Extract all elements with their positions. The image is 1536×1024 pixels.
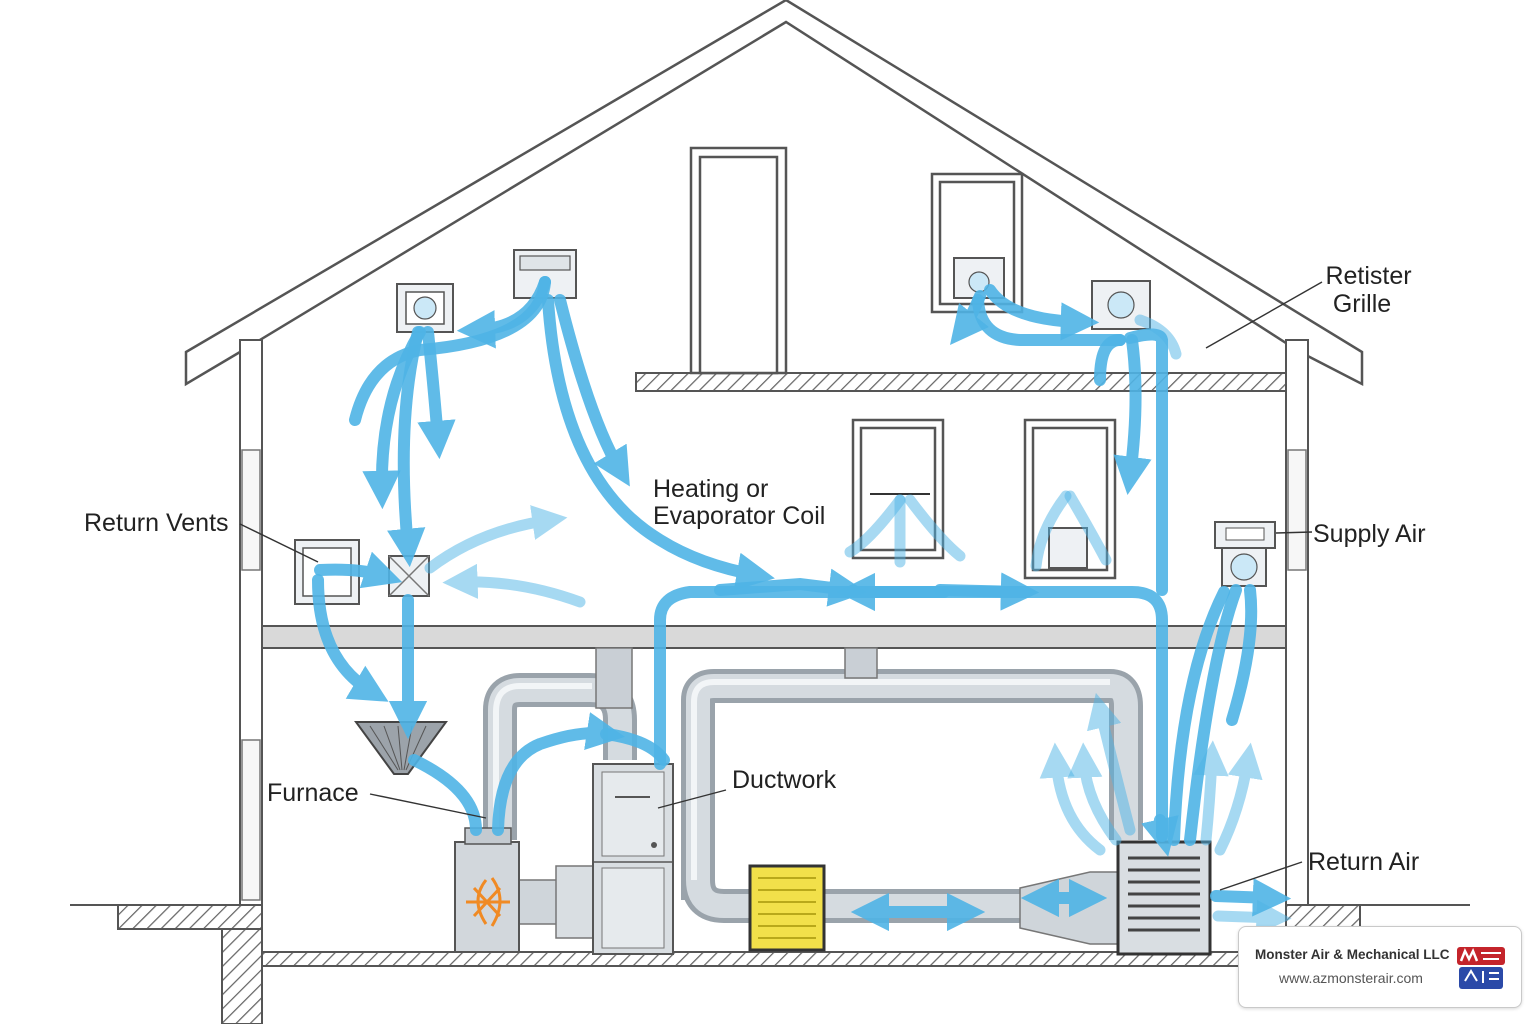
attic-floor (635, 372, 1287, 392)
monster-logo-icon (1457, 947, 1505, 989)
label-heating-coil-line2: Evaporator Coil (653, 502, 825, 530)
label-supply-air: Supply Air (1313, 520, 1426, 548)
return-air-unit (1116, 840, 1212, 956)
label-heating-coil-line1: Heating or (653, 475, 768, 503)
duct-transition (1019, 871, 1119, 945)
duct-collar-top (844, 647, 878, 679)
furnace-flue (595, 647, 633, 709)
vents (294, 249, 1276, 605)
logo-company-name: Monster Air & Mechanical LLC (1255, 947, 1450, 962)
middle-window-vent (1048, 527, 1088, 569)
furnace-unit (454, 841, 520, 953)
equipment (354, 721, 1212, 956)
label-heating-coil: Heating or Evaporator Coil (653, 475, 825, 530)
company-logo-badge[interactable]: Monster Air & Mechanical LLC www.azmonst… (1238, 926, 1522, 1008)
flame-icon (466, 877, 510, 927)
label-ductwork: Ductwork (732, 766, 837, 794)
basement-slab (261, 951, 1263, 967)
upper-door-inner (698, 155, 779, 375)
label-return-air: Return Air (1308, 848, 1419, 876)
air-filter (748, 864, 826, 952)
left-wall-window-lower (241, 739, 261, 901)
logo-website-url[interactable]: www.azmonsterair.com (1279, 970, 1423, 986)
ductwork (483, 647, 1143, 945)
label-furnace: Furnace (267, 779, 359, 807)
labels: Retister Grille Heating or Evaporator Co… (84, 262, 1426, 876)
blower-housing (555, 865, 597, 939)
foundation-left (221, 928, 263, 1024)
right-wall (1285, 339, 1309, 921)
label-register-grille: Retister Grille (1325, 262, 1418, 318)
ground-right (1285, 904, 1361, 928)
leader-lines (239, 281, 1323, 891)
label-register-grille-line2: Grille (1333, 290, 1391, 318)
main-floor (261, 625, 1287, 649)
label-register-grille-line1: Retister (1325, 262, 1411, 290)
ground-left (117, 904, 263, 930)
house-structure (70, 0, 1470, 1024)
left-wall-window (241, 449, 261, 571)
label-return-vents: Return Vents (84, 509, 229, 537)
airflow-arrows (312, 276, 1292, 935)
right-wall-window (1287, 449, 1307, 571)
